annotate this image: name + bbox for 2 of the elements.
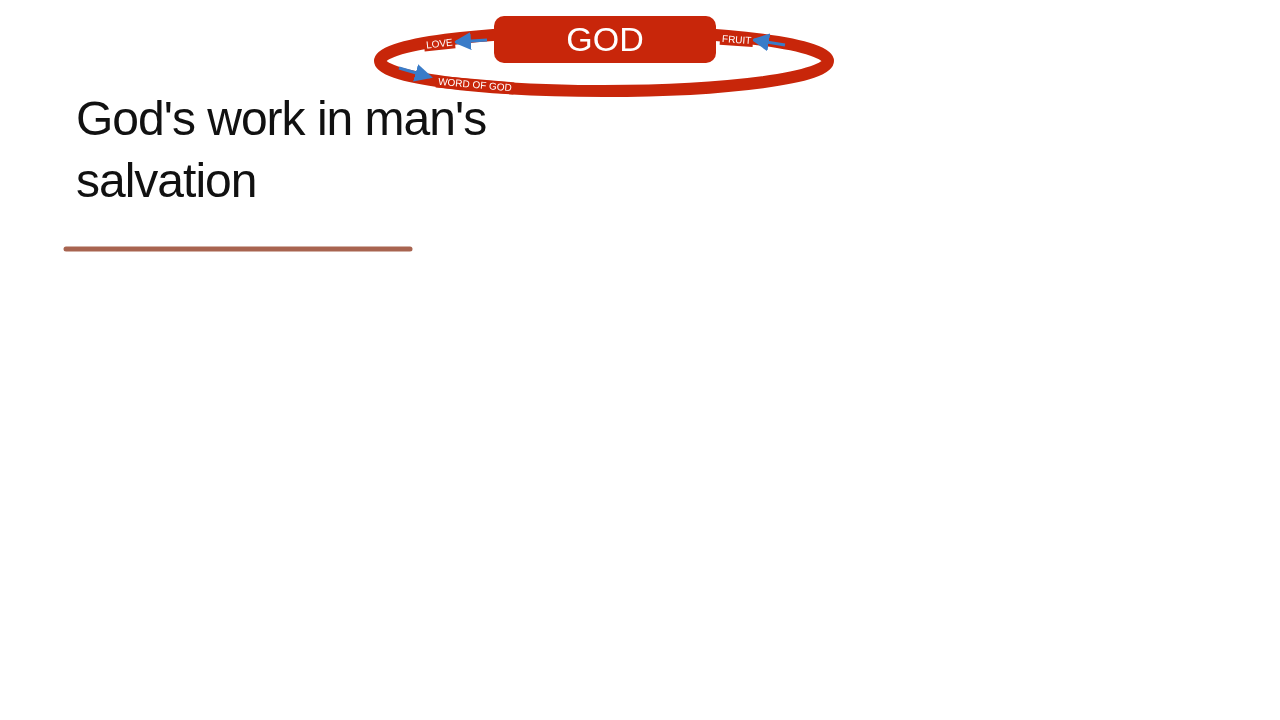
ring-label: WORD OF GOD — [435, 75, 515, 95]
label-box: GOD — [494, 16, 716, 63]
